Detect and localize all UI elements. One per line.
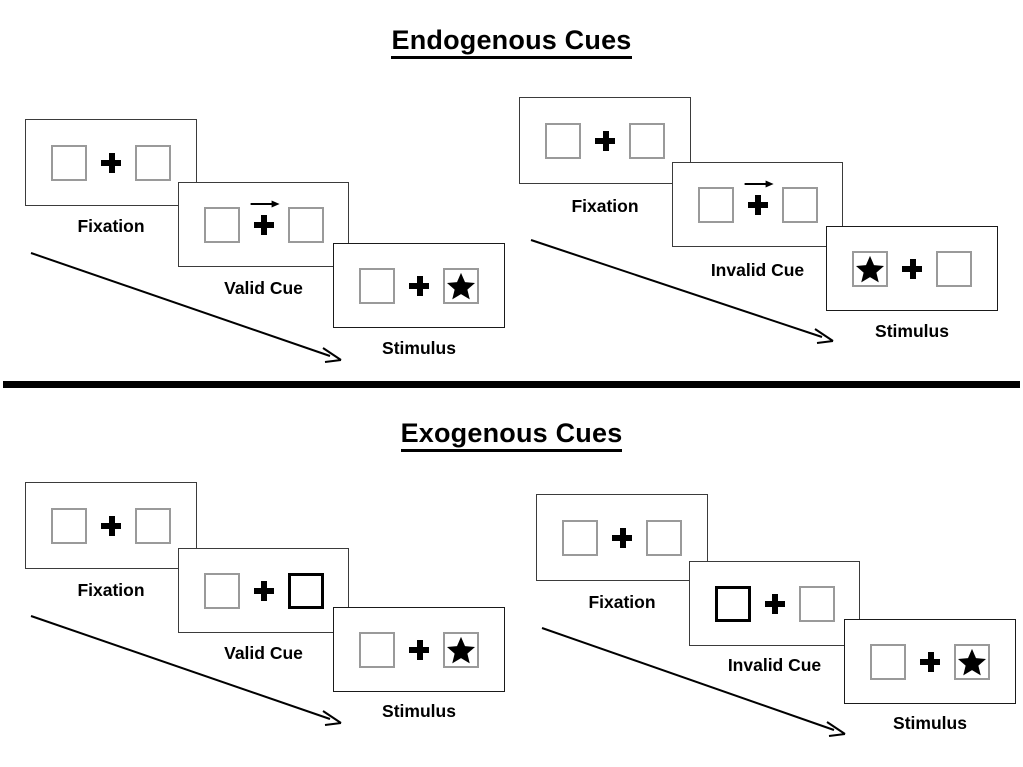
frame-label-endogenous-valid-cue: Valid Cue	[224, 278, 303, 298]
right-box	[135, 507, 171, 544]
star-icon	[958, 648, 986, 675]
frame-exogenous-invalid-cue	[689, 561, 860, 646]
sequence-flow-arrow-endogenous-valid	[30, 252, 342, 363]
left-box-cued	[714, 585, 751, 622]
fixation-cross-icon	[250, 200, 280, 235]
fixation-cross-icon	[409, 639, 429, 660]
frame-endogenous-invalid-cue	[672, 162, 843, 247]
frame-endogenous-valid-cue	[178, 182, 349, 267]
star-icon	[447, 636, 475, 663]
frame-content	[359, 631, 479, 668]
section-title-endogenous: Endogenous Cues	[0, 25, 1023, 59]
frame-content	[359, 267, 479, 304]
fixation-cross-icon	[764, 593, 785, 614]
fixation-cross-icon	[409, 275, 429, 296]
frame-endogenous-invalid-stimulus	[826, 226, 998, 311]
section-title-exogenous-text: Exogenous Cues	[400, 418, 623, 452]
section-title-exogenous: Exogenous Cues	[0, 418, 1023, 452]
frame-content	[562, 519, 682, 556]
fixation-cross-icon	[902, 258, 922, 279]
sequence-flow-arrow-exogenous-valid	[30, 615, 342, 726]
frame-content	[51, 144, 171, 181]
star-icon	[856, 255, 884, 282]
frame-exogenous-valid-stimulus	[333, 607, 505, 692]
left-box	[51, 507, 87, 544]
left-box	[545, 122, 581, 159]
fixation-cross-icon	[612, 527, 632, 548]
frame-endogenous-valid-fixation	[25, 119, 197, 206]
star-icon	[447, 272, 475, 299]
frame-content	[852, 250, 972, 287]
cue-arrow-right-icon	[250, 200, 280, 207]
right-box	[629, 122, 665, 159]
frame-exogenous-invalid-fixation	[536, 494, 708, 581]
right-box	[443, 267, 479, 304]
left-box	[359, 267, 395, 304]
right-box	[936, 250, 972, 287]
right-box-cued	[287, 572, 324, 609]
frame-content	[203, 200, 324, 243]
frame-content	[203, 572, 324, 609]
right-box	[781, 186, 818, 223]
sequence-flow-arrow-exogenous-invalid	[541, 627, 846, 737]
frame-content	[697, 180, 818, 223]
frame-label-endogenous-invalid-stimulus: Stimulus	[875, 321, 949, 341]
right-box	[443, 631, 479, 668]
right-box	[287, 206, 324, 243]
right-box	[135, 144, 171, 181]
frame-exogenous-valid-fixation	[25, 482, 197, 569]
frame-content	[870, 643, 990, 680]
frame-exogenous-invalid-stimulus	[844, 619, 1016, 704]
frame-content	[545, 122, 665, 159]
fixation-cross-icon	[920, 651, 940, 672]
frame-label-endogenous-valid-fixation: Fixation	[77, 216, 145, 236]
cue-arrow-right-icon	[744, 180, 774, 187]
frame-exogenous-valid-cue	[178, 548, 349, 633]
fixation-cross-icon	[101, 515, 121, 536]
frame-label-exogenous-valid-fixation: Fixation	[77, 580, 145, 600]
frame-label-exogenous-invalid-cue: Invalid Cue	[727, 655, 822, 675]
left-box	[51, 144, 87, 181]
section-divider	[3, 381, 1020, 388]
fixation-cross-icon	[744, 180, 774, 215]
fixation-cross-icon	[595, 130, 615, 151]
frame-label-endogenous-invalid-fixation: Fixation	[571, 196, 639, 216]
frame-endogenous-invalid-fixation	[519, 97, 691, 184]
frame-label-endogenous-valid-stimulus: Stimulus	[382, 338, 456, 358]
frame-label-exogenous-invalid-stimulus: Stimulus	[893, 713, 967, 733]
left-box	[203, 206, 240, 243]
frame-label-exogenous-valid-stimulus: Stimulus	[382, 701, 456, 721]
right-box	[798, 585, 835, 622]
section-title-endogenous-text: Endogenous Cues	[391, 25, 632, 59]
left-box	[697, 186, 734, 223]
left-box	[852, 250, 888, 287]
fixation-cross-icon	[253, 580, 274, 601]
fixation-cross-icon	[101, 152, 121, 173]
frame-label-exogenous-valid-cue: Valid Cue	[224, 643, 303, 663]
left-box	[870, 643, 906, 680]
frame-content	[51, 507, 171, 544]
frame-endogenous-valid-stimulus	[333, 243, 505, 328]
right-box	[646, 519, 682, 556]
sequence-flow-arrow-endogenous-invalid	[530, 239, 834, 344]
frame-label-exogenous-invalid-fixation: Fixation	[588, 592, 656, 612]
frame-content	[714, 585, 835, 622]
frame-label-endogenous-invalid-cue: Invalid Cue	[710, 260, 805, 280]
right-box	[954, 643, 990, 680]
left-box	[562, 519, 598, 556]
left-box	[203, 572, 240, 609]
left-box	[359, 631, 395, 668]
